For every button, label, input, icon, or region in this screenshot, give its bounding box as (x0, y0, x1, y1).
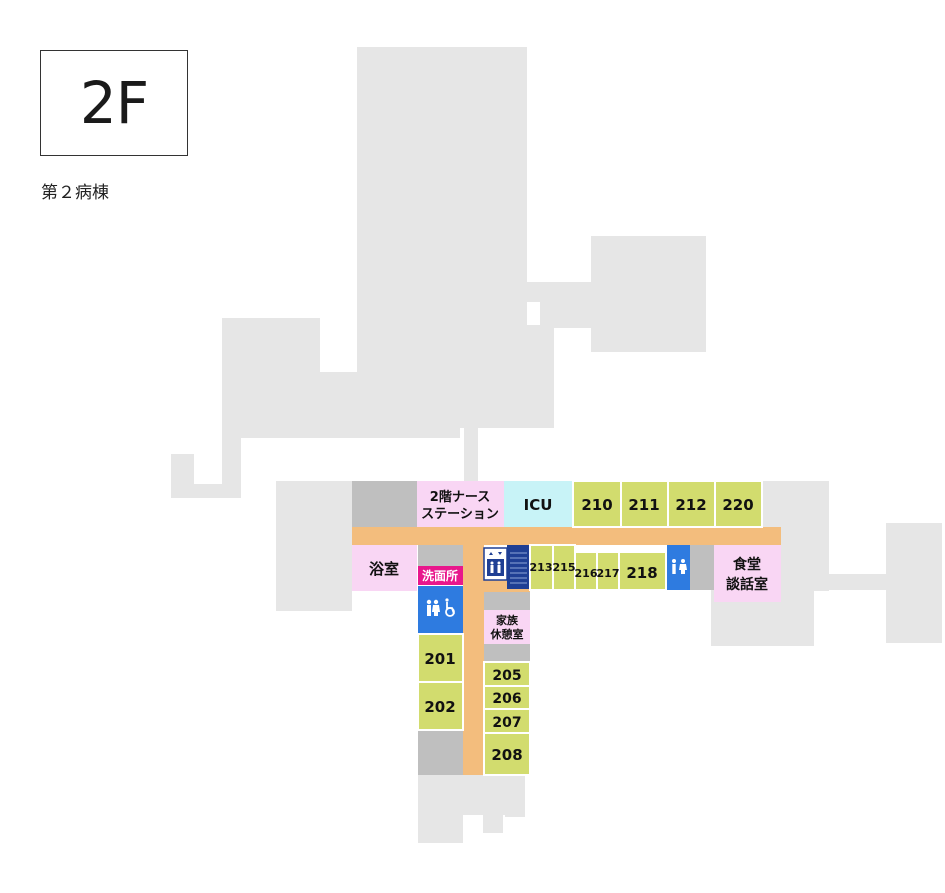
family-lounge-label-1: 家族 (496, 613, 519, 627)
room-201-label: 201 (424, 650, 455, 668)
building-label: 第２病棟 (41, 183, 109, 203)
icu-label: ICU (524, 496, 553, 514)
room-220[interactable] (714, 480, 763, 528)
building-block (464, 425, 478, 483)
south-corridor (463, 540, 484, 775)
room-211[interactable] (620, 480, 669, 528)
room-210-label: 210 (581, 496, 612, 514)
washroom-label: 洗面所 (422, 568, 458, 583)
toilet-icon (426, 599, 440, 616)
room-207[interactable] (483, 708, 531, 734)
building-block (505, 810, 525, 817)
room-206-label: 206 (492, 691, 521, 707)
dining-label-2: 談話室 (726, 576, 768, 593)
room-218[interactable] (618, 551, 667, 591)
main-corridor (352, 527, 781, 545)
dining-label-1: 食堂 (733, 556, 761, 573)
nurse-station-label-1: 2階ナース (430, 489, 490, 505)
room-205-label: 205 (492, 668, 521, 684)
room-208[interactable] (483, 732, 531, 776)
storage-room (484, 592, 530, 610)
room-218-label: 218 (626, 564, 657, 582)
building-block (171, 484, 241, 498)
storage-room (352, 481, 417, 527)
room-212-label: 212 (675, 496, 706, 514)
room-217-label: 217 (597, 567, 620, 580)
nurse-station[interactable] (417, 481, 504, 527)
bathroom[interactable] (352, 545, 417, 591)
room-212[interactable] (667, 480, 716, 528)
room-208-label: 208 (491, 746, 522, 764)
toilet-room[interactable] (418, 586, 463, 634)
room-202-label: 202 (424, 698, 455, 716)
building-block (222, 425, 240, 498)
building-block (357, 47, 527, 377)
family-lounge-label-2: 休憩室 (490, 627, 524, 641)
surrounding-buildings (171, 47, 942, 843)
storage-room (690, 545, 714, 590)
room-216-label: 216 (575, 567, 598, 580)
building-block (276, 481, 352, 611)
family-lounge[interactable] (484, 610, 530, 644)
floor-indicator: 2F (40, 50, 188, 156)
room-211-label: 211 (628, 496, 659, 514)
storage-room (418, 545, 463, 566)
room-202[interactable] (417, 681, 464, 731)
toilet-icon (672, 559, 687, 574)
building-block (527, 282, 607, 302)
building-block (591, 236, 706, 352)
icu-room[interactable] (504, 481, 573, 527)
stairs[interactable] (507, 545, 530, 589)
washroom[interactable] (418, 566, 463, 585)
stairs-icon (510, 552, 527, 584)
floor-label: 2F (79, 69, 149, 137)
accessible-toilet-icon (445, 602, 455, 617)
room-220-label: 220 (722, 496, 753, 514)
room-207-label: 207 (492, 715, 521, 731)
toilet-room-east[interactable] (667, 545, 690, 590)
nurse-station-label-2: ステーション (421, 507, 499, 522)
room-201[interactable] (417, 633, 464, 683)
building-block (825, 574, 895, 590)
building-block (886, 523, 942, 643)
elevator-icon (487, 552, 504, 576)
room-210[interactable] (572, 480, 622, 528)
building-block (460, 325, 554, 428)
room-213-label: 213 (530, 561, 553, 574)
dining-lounge[interactable] (714, 545, 781, 602)
storage-room (418, 731, 463, 775)
building-block (483, 810, 503, 833)
building-block (418, 775, 525, 815)
bathroom-label: 浴室 (369, 560, 399, 578)
room-215-label: 215 (553, 561, 576, 574)
storage-room (484, 644, 530, 662)
building-block (418, 810, 463, 843)
